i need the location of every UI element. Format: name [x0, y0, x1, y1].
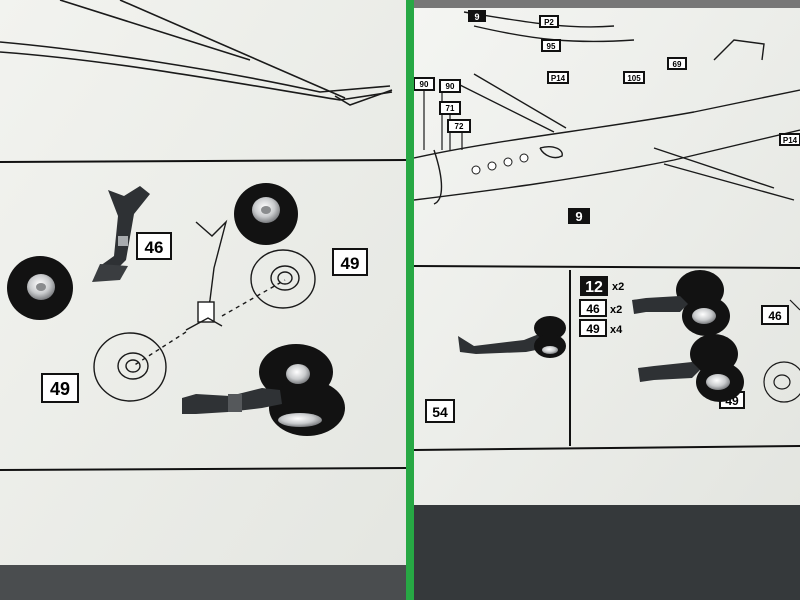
svg-text:46: 46 — [586, 302, 600, 316]
svg-text:71: 71 — [446, 104, 455, 113]
svg-text:49: 49 — [50, 379, 70, 399]
single-wheel-gear — [458, 316, 566, 358]
callout-49-left: 49 — [41, 373, 79, 403]
loose-wheel-left — [7, 256, 73, 320]
svg-text:12: 12 — [585, 279, 603, 296]
table-edge — [0, 565, 406, 600]
svg-text:x4: x4 — [610, 324, 623, 336]
svg-text:69: 69 — [673, 60, 682, 69]
paper-sheet-right — [414, 0, 800, 520]
svg-text:72: 72 — [455, 122, 464, 131]
svg-text:90: 90 — [420, 80, 429, 89]
cutting-mat — [414, 505, 800, 600]
frame-line-bottom — [0, 467, 406, 471]
step-frame-top — [414, 265, 800, 269]
callout-49-right: 49 — [332, 248, 368, 276]
svg-text:49: 49 — [341, 254, 360, 273]
svg-text:90: 90 — [446, 82, 455, 91]
landing-gear-strut — [92, 186, 150, 282]
svg-text:105: 105 — [627, 74, 641, 83]
photo-top-edge — [414, 0, 800, 8]
gear-assembly-diagram — [93, 219, 316, 402]
svg-text:9: 9 — [575, 209, 582, 224]
svg-text:49: 49 — [586, 322, 600, 336]
loose-wheel-top — [234, 183, 298, 245]
right-photo-instruction-sheet: 72 71 90 90 P2 95 P14 105 69 P14 — [414, 0, 800, 600]
svg-text:P2: P2 — [544, 18, 554, 27]
callout-54: 54 — [425, 399, 455, 423]
svg-text:46: 46 — [145, 238, 164, 257]
svg-text:54: 54 — [432, 404, 448, 420]
assembled-gear-unit — [182, 344, 345, 436]
wheel-diagram-right — [763, 299, 800, 403]
left-photo-scene: 46 49 49 — [0, 0, 406, 600]
twin-wheel-gear-upper — [632, 270, 730, 336]
top-callouts: 72 71 90 90 P2 95 P14 105 69 P14 — [414, 15, 800, 146]
left-photo-instruction-sheet: 46 49 49 — [0, 0, 406, 600]
callout-46: 46 — [136, 232, 172, 260]
callout-46-right: 46 — [761, 305, 789, 325]
svg-text:95: 95 — [547, 42, 556, 51]
step-number-9: 9 — [568, 208, 590, 224]
step-frame-bottom — [414, 445, 800, 451]
svg-text:x2: x2 — [612, 281, 624, 293]
svg-text:46: 46 — [768, 309, 782, 323]
svg-text:P14: P14 — [551, 74, 566, 83]
green-divider — [406, 0, 414, 600]
svg-text:9: 9 — [474, 12, 479, 22]
frame-line-top — [0, 159, 406, 163]
parts-list: 12 x2 46 x2 49 x4 — [579, 276, 624, 337]
svg-text:P14: P14 — [783, 136, 798, 145]
wing-line-drawing — [0, 0, 393, 106]
top-step-label: 9 — [468, 10, 486, 22]
right-photo-scene: 72 71 90 90 P2 95 P14 105 69 P14 — [414, 0, 800, 600]
twin-wheel-gear-lower — [638, 334, 744, 402]
fuselage-windows — [471, 153, 529, 175]
svg-text:x2: x2 — [610, 304, 622, 316]
